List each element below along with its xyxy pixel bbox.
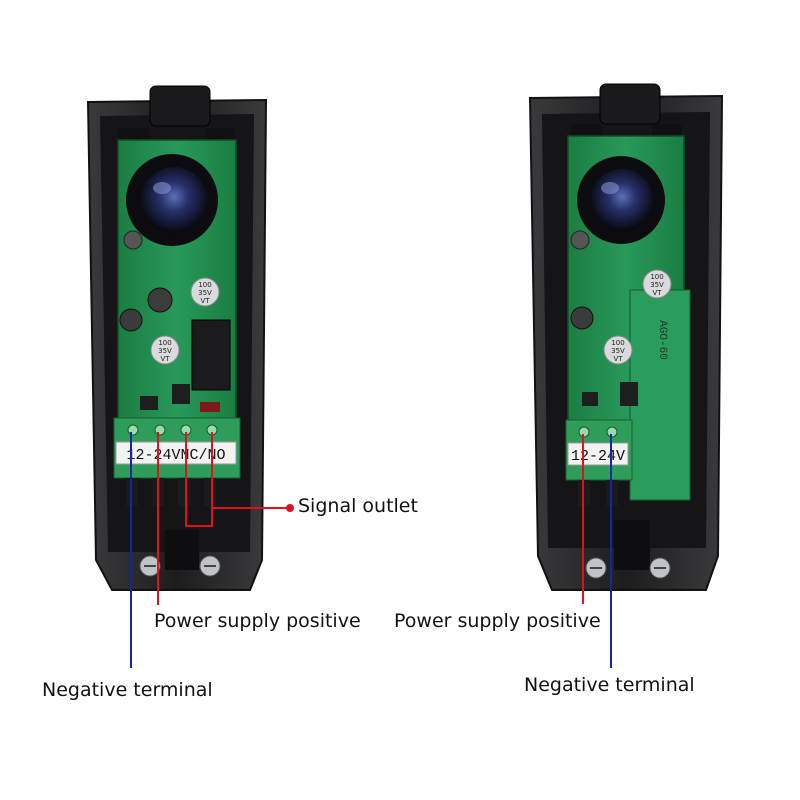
right-top-clip xyxy=(599,83,661,125)
signal-outlet-wire xyxy=(185,432,288,527)
right-capacitor-1: 100 35V VT xyxy=(642,269,672,299)
left-negative-terminal-label: Negative terminal xyxy=(42,679,213,701)
signal-outlet-label: Signal outlet xyxy=(298,495,418,517)
right-cap2-value: 100 xyxy=(611,339,624,347)
right-board-marking: AGO-60 xyxy=(656,320,668,360)
left-capacitor-1: 100 35V VT xyxy=(190,277,220,307)
left-terminal-label: 12-24VNC/NO xyxy=(126,447,225,464)
left-cap1-value: 100 xyxy=(198,281,211,289)
left-sensor-device: 100 35V VT 100 35V VT 12-24VNC/NO xyxy=(86,85,268,591)
right-cap2-series: VT xyxy=(613,355,623,363)
right-cap2-voltage: 35V xyxy=(611,347,625,355)
left-cap1-series: VT xyxy=(200,297,210,305)
right-cap1-value: 100 xyxy=(650,273,663,281)
right-capacitor-2: 100 35V VT xyxy=(603,335,633,365)
right-cap1-voltage: 35V xyxy=(650,281,664,289)
left-power-positive-label: Power supply positive xyxy=(154,610,361,632)
left-top-clip xyxy=(149,85,211,127)
signal-outlet-dot xyxy=(286,504,294,512)
left-capacitor-2: 100 35V VT xyxy=(150,335,180,365)
left-relay xyxy=(191,319,231,391)
right-side-board xyxy=(629,289,691,501)
right-sensor-device: AGO-60 100 35V VT 100 35V VT 12-24V xyxy=(528,83,724,591)
right-terminal-label: 12-24V xyxy=(571,448,625,465)
left-cap1-voltage: 35V xyxy=(198,289,212,297)
left-cap2-voltage: 35V xyxy=(158,347,172,355)
left-cap2-series: VT xyxy=(160,355,170,363)
right-power-positive-label: Power supply positive xyxy=(394,610,601,632)
left-cap2-value: 100 xyxy=(158,339,171,347)
right-cap1-series: VT xyxy=(652,289,662,297)
right-negative-terminal-label: Negative terminal xyxy=(524,674,695,696)
